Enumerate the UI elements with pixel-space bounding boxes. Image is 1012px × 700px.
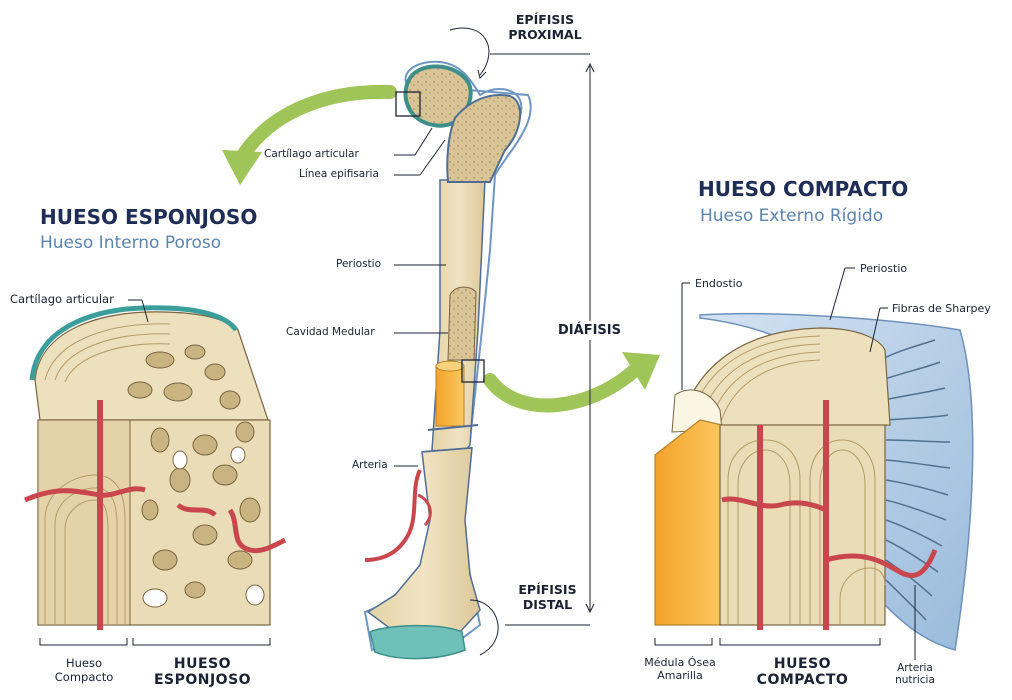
label-hueso-compacto-left: Hueso Compacto [45, 656, 123, 684]
label-linea-epifisaria: Línea epifisaria [299, 168, 379, 180]
marrow-cylinder [436, 366, 464, 426]
compact-subtitle: Hueso Externo Rígido [700, 206, 883, 226]
spongy-bone-block [25, 300, 285, 645]
femur [365, 62, 531, 659]
spongy-subtitle: Hueso Interno Poroso [40, 233, 221, 253]
label-cavidad-medular: Cavidad Medular [286, 326, 375, 338]
label-periostio-right: Periostio [860, 262, 907, 275]
compact-title: HUESO COMPACTO [698, 177, 908, 201]
label-arteria: Arteria [352, 459, 388, 471]
label-cartilago-center: Cartílago articular [264, 148, 359, 160]
label-medula-osea: Médula Ósea Amarilla [630, 656, 730, 682]
green-arrow-right [490, 370, 635, 405]
label-periostio-center: Periostio [336, 258, 381, 270]
label-hueso-compacto-right: HUESO COMPACTO [740, 656, 865, 688]
label-hueso-esponjoso: HUESO ESPONJOSO [140, 656, 265, 688]
label-epifisis-proximal: EPÍFISIS PROXIMAL [495, 12, 595, 42]
label-cartilage-left: Cartílago articular [10, 292, 114, 306]
compact-bone-block [655, 268, 973, 660]
spongy-title: HUESO ESPONJOSO [40, 205, 257, 229]
label-arteria-nutricia: Arteria nutricia [880, 662, 950, 686]
label-fibras-sharpey: Fibras de Sharpey [892, 302, 991, 315]
green-arrow-left-head [222, 150, 262, 185]
label-diafisis: DIÁFISIS [558, 321, 621, 340]
label-epifisis-distal: EPÍFISIS DISTAL [505, 582, 590, 612]
label-endostio: Endostio [695, 277, 742, 290]
